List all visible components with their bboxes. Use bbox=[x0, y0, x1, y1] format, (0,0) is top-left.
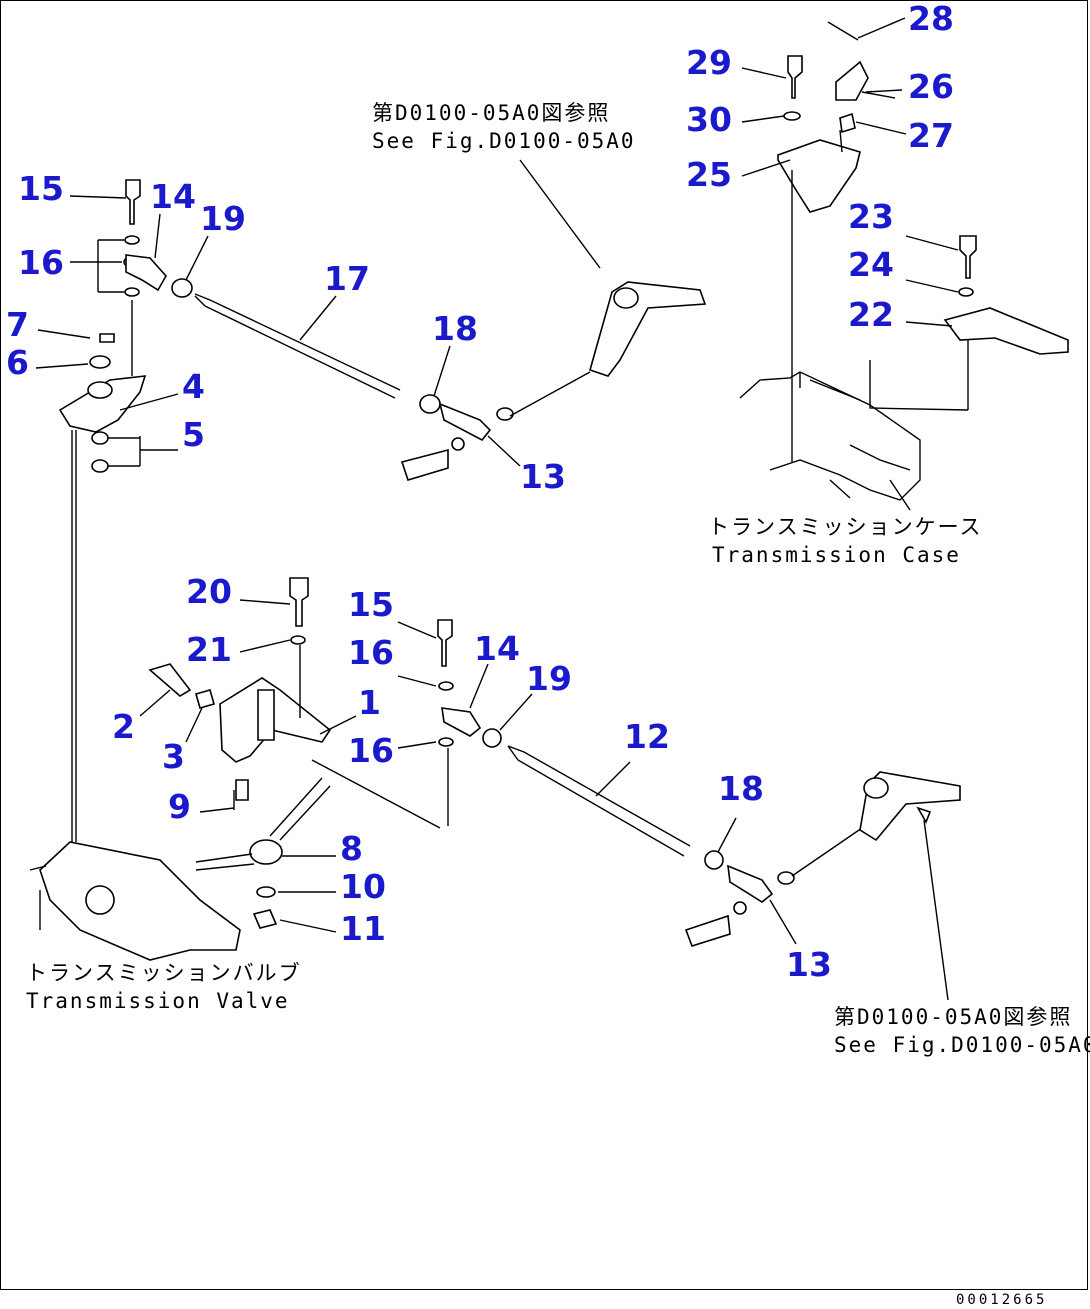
callout-25: 25 bbox=[686, 155, 732, 194]
part-21-washer bbox=[290, 635, 306, 645]
callout-14b: 14 bbox=[474, 629, 520, 668]
part-7-nut bbox=[99, 333, 115, 343]
callout-21: 21 bbox=[186, 630, 232, 669]
callout-26: 26 bbox=[908, 67, 954, 106]
callout-16c: 16 bbox=[348, 731, 394, 770]
note-case-en: Transmission Case bbox=[712, 543, 961, 567]
callout-2: 2 bbox=[112, 707, 135, 746]
part-14-clevis bbox=[125, 254, 167, 292]
part-15-bolt bbox=[125, 179, 141, 225]
callout-1: 1 bbox=[358, 683, 381, 722]
callout-18: 18 bbox=[432, 309, 478, 348]
note-ref-top-jp: 第D0100-05A0図参照 bbox=[372, 101, 610, 125]
callout-29: 29 bbox=[686, 43, 732, 82]
part-10-washer bbox=[256, 886, 276, 898]
part-26-clevis bbox=[835, 60, 869, 101]
callout-19: 19 bbox=[200, 199, 246, 238]
callout-10: 10 bbox=[340, 867, 386, 906]
note-ref-top-en: See Fig.D0100-05A0 bbox=[372, 129, 636, 153]
part-5-bushing bbox=[91, 431, 109, 445]
callout-5: 5 bbox=[182, 415, 205, 454]
part-18-nut bbox=[419, 394, 441, 414]
part-19-nut bbox=[171, 278, 193, 298]
note-ref-bottom-jp: 第D0100-05A0図参照 bbox=[834, 1005, 1072, 1029]
part-15b-bolt bbox=[437, 619, 453, 667]
part-24-washer bbox=[958, 287, 974, 297]
callout-16b: 16 bbox=[348, 633, 394, 672]
part-11-nut bbox=[252, 909, 278, 929]
drawing-code: 00012665 bbox=[956, 1292, 1047, 1308]
callout-6: 6 bbox=[6, 343, 29, 382]
part-8-lever bbox=[249, 839, 283, 865]
callout-8: 8 bbox=[340, 829, 363, 868]
part-20-bolt bbox=[289, 577, 309, 627]
part-23-bolt bbox=[959, 235, 977, 279]
lever-arm-upper bbox=[589, 281, 707, 377]
part-25-bracket bbox=[777, 139, 861, 213]
part-1-bracket bbox=[219, 677, 332, 763]
part-14b-clevis bbox=[441, 707, 482, 737]
callout-14: 14 bbox=[150, 177, 196, 216]
part-9-bushing bbox=[235, 779, 249, 801]
part-6-washer bbox=[89, 355, 111, 369]
callout-20: 20 bbox=[186, 572, 232, 611]
callout-11: 11 bbox=[340, 909, 386, 948]
callout-15b: 15 bbox=[348, 585, 394, 624]
callout-15: 15 bbox=[18, 169, 64, 208]
annotation-notes: 第D0100-05A0図参照 See Fig.D0100-05A0 トランスミッ… bbox=[26, 101, 1090, 1308]
note-ref-bottom-en: See Fig.D0100-05A0 bbox=[834, 1033, 1090, 1057]
part-2-bolt bbox=[148, 663, 192, 697]
callout-13: 13 bbox=[520, 457, 566, 496]
callout-9: 9 bbox=[168, 787, 191, 826]
callout-labels: 28 29 26 30 27 25 23 24 22 15 14 19 16 1… bbox=[6, 0, 954, 984]
callout-4: 4 bbox=[182, 367, 205, 406]
callout-3: 3 bbox=[162, 737, 185, 776]
callout-28: 28 bbox=[908, 0, 954, 38]
part-18b-nut bbox=[704, 850, 724, 870]
callout-22: 22 bbox=[848, 295, 894, 334]
note-case-jp: トランスミッションケース bbox=[708, 515, 983, 539]
lower-linkage-group bbox=[148, 577, 961, 1001]
callout-13b: 13 bbox=[786, 945, 832, 984]
transmission-valve-body bbox=[39, 841, 241, 961]
note-valve-jp: トランスミッションバルブ bbox=[26, 961, 302, 985]
upper-linkage-group bbox=[58, 159, 707, 842]
part-19b-nut bbox=[482, 728, 502, 748]
callout-7: 7 bbox=[6, 305, 29, 344]
callout-18b: 18 bbox=[718, 769, 764, 808]
callout-23: 23 bbox=[848, 197, 894, 236]
part-16b-washer bbox=[438, 681, 454, 691]
callout-19b: 19 bbox=[526, 659, 572, 698]
transmission-valve-group bbox=[29, 777, 331, 961]
bolt-upper bbox=[400, 448, 449, 481]
part-13b-rod-end bbox=[727, 864, 774, 903]
callout-12: 12 bbox=[624, 717, 670, 756]
callout-24: 24 bbox=[848, 245, 894, 284]
leader-lines bbox=[35, 17, 959, 945]
part-4-lever bbox=[58, 375, 147, 433]
part-27-bushing bbox=[839, 112, 856, 134]
transmission-case-group bbox=[739, 21, 1069, 511]
callout-27: 27 bbox=[908, 116, 954, 155]
bolt-lower bbox=[684, 914, 731, 947]
part-13-rod-end bbox=[438, 402, 492, 442]
part-3-nut bbox=[195, 689, 215, 709]
part-16-washer bbox=[124, 235, 140, 245]
callout-17: 17 bbox=[324, 259, 370, 298]
note-valve-en: Transmission Valve bbox=[26, 989, 290, 1013]
part-29-bolt bbox=[787, 55, 803, 99]
callout-30: 30 bbox=[686, 100, 732, 139]
part-30-washer bbox=[783, 111, 801, 121]
part-22-bracket bbox=[943, 307, 1069, 355]
callout-16: 16 bbox=[18, 243, 64, 282]
